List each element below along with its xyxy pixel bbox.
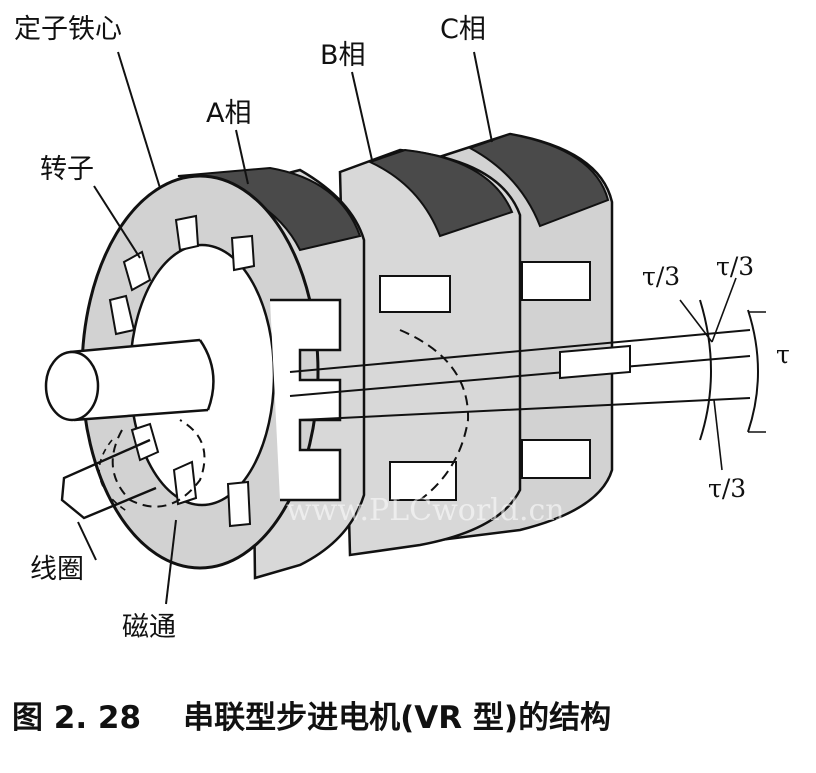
watermark: www.PLCworld.cn	[286, 493, 565, 528]
figure-number: 图 2. 28	[12, 700, 142, 736]
label-tau-third-upper-left: τ/3	[642, 262, 681, 291]
label-tau-third-upper-right: τ/3	[716, 252, 755, 281]
label-rotor: 转子	[40, 154, 94, 185]
label-coil: 线圈	[30, 554, 84, 585]
label-tau: τ	[776, 340, 790, 369]
figure-caption: 图 2. 28 串联型步进电机(VR 型)的结构	[12, 703, 611, 734]
stator-phase-b	[338, 148, 522, 557]
label-tau-third-lower: τ/3	[708, 474, 747, 503]
label-flux: 磁通	[122, 612, 176, 643]
figure-title: 串联型步进电机(VR 型)的结构	[183, 700, 612, 736]
label-stator-core: 定子铁心	[14, 14, 122, 45]
label-phase-a: A相	[206, 98, 252, 129]
motor-diagram	[44, 51, 766, 605]
label-phase-b: B相	[320, 40, 366, 71]
pitch-dimension	[679, 277, 766, 471]
leader-lines	[77, 51, 493, 605]
label-phase-c: C相	[440, 14, 486, 45]
motor-shaft	[44, 329, 751, 422]
